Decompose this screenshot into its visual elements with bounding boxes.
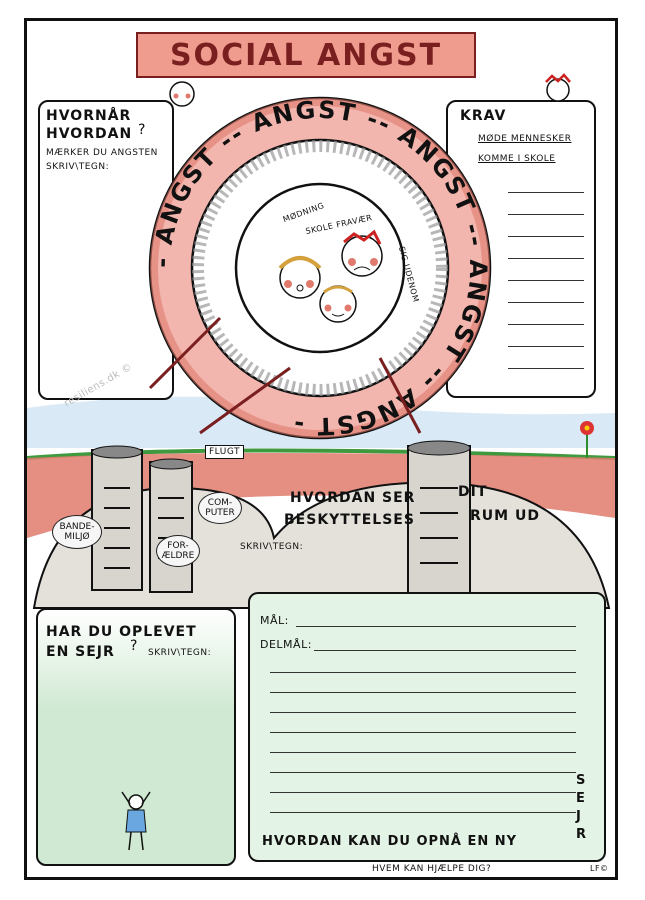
- stick-figure-icon: [121, 791, 151, 851]
- question-mark: ?: [130, 638, 138, 654]
- maerker-label: MÆRKER DU ANGSTEN: [46, 148, 158, 158]
- hvornaar-label: HVORNÅR: [46, 108, 132, 124]
- skriv-tegn-beskyttelse: SKRIV\TEGN:: [240, 542, 304, 552]
- krav-item-moede: MØDE MENNESKER: [478, 134, 572, 144]
- en-sejr-label: EN SEJR: [46, 644, 115, 660]
- box-maal: MÅL: DELMÅL: HVORDAN KAN DU OPNÅ EN NY S…: [248, 592, 606, 862]
- skriv-tegn-sejr: SKRIV\TEGN:: [148, 648, 212, 658]
- delmaal-label: DELMÅL:: [260, 638, 312, 651]
- tower-right: [407, 440, 471, 597]
- angst-ring: - ANGST -- ANGST -- ANGST -- ANGST -- AN…: [148, 96, 492, 440]
- question-mark: ?: [138, 122, 146, 138]
- hvordan-ser-label: HVORDAN SER: [290, 490, 416, 506]
- page-title: SOCIAL ANGST: [169, 37, 443, 73]
- title-banner: SOCIAL ANGST: [136, 32, 476, 78]
- hvem-kan-hjaelpe: HVEM KAN HJÆLPE DIG?: [372, 864, 492, 874]
- bubble-foraeldre: FOR- ÆLDRE: [156, 535, 200, 567]
- dit-label: DIT: [458, 484, 488, 500]
- krav-item-skole: KOMME I SKOLE: [478, 154, 556, 164]
- arrow-icon: [199, 366, 291, 435]
- har-du-oplevet-label: HAR DU OPLEVET: [46, 624, 197, 640]
- rum-ud-label: RUM UD: [470, 508, 540, 524]
- krav-title: KRAV: [460, 108, 507, 124]
- face-right-icon: [341, 229, 383, 277]
- signature: LF©: [590, 864, 609, 873]
- hvordan-kan-label: HVORDAN KAN DU OPNÅ EN NY: [262, 834, 518, 849]
- arrow-icon: [378, 357, 422, 434]
- face-middle-icon: [319, 285, 357, 323]
- flower-icon: [580, 421, 594, 458]
- bubble-bandemiljoe: BANDE- MILJØ: [52, 515, 102, 549]
- bubble-computer: COM- PUTER: [198, 492, 242, 524]
- head-peek-icon: [169, 81, 195, 107]
- head-peek-icon: [545, 73, 571, 102]
- box-sejr: HAR DU OPLEVET EN SEJR ? SKRIV\TEGN:: [36, 608, 236, 866]
- tower-middle: [149, 458, 193, 593]
- skriv-tegn-label: SKRIV\TEGN:: [46, 162, 110, 172]
- arrow-icon: [148, 316, 222, 390]
- hvordan-label: HVORDAN: [46, 126, 133, 142]
- maal-label: MÅL:: [260, 614, 289, 627]
- flugt-label: FLUGT: [205, 445, 244, 459]
- face-left-icon: [278, 256, 322, 299]
- beskyttelses-label: BESKYTTELSES: [284, 512, 415, 528]
- sejr-vertical-label: SEJR: [576, 773, 588, 842]
- grass-line: [26, 448, 616, 460]
